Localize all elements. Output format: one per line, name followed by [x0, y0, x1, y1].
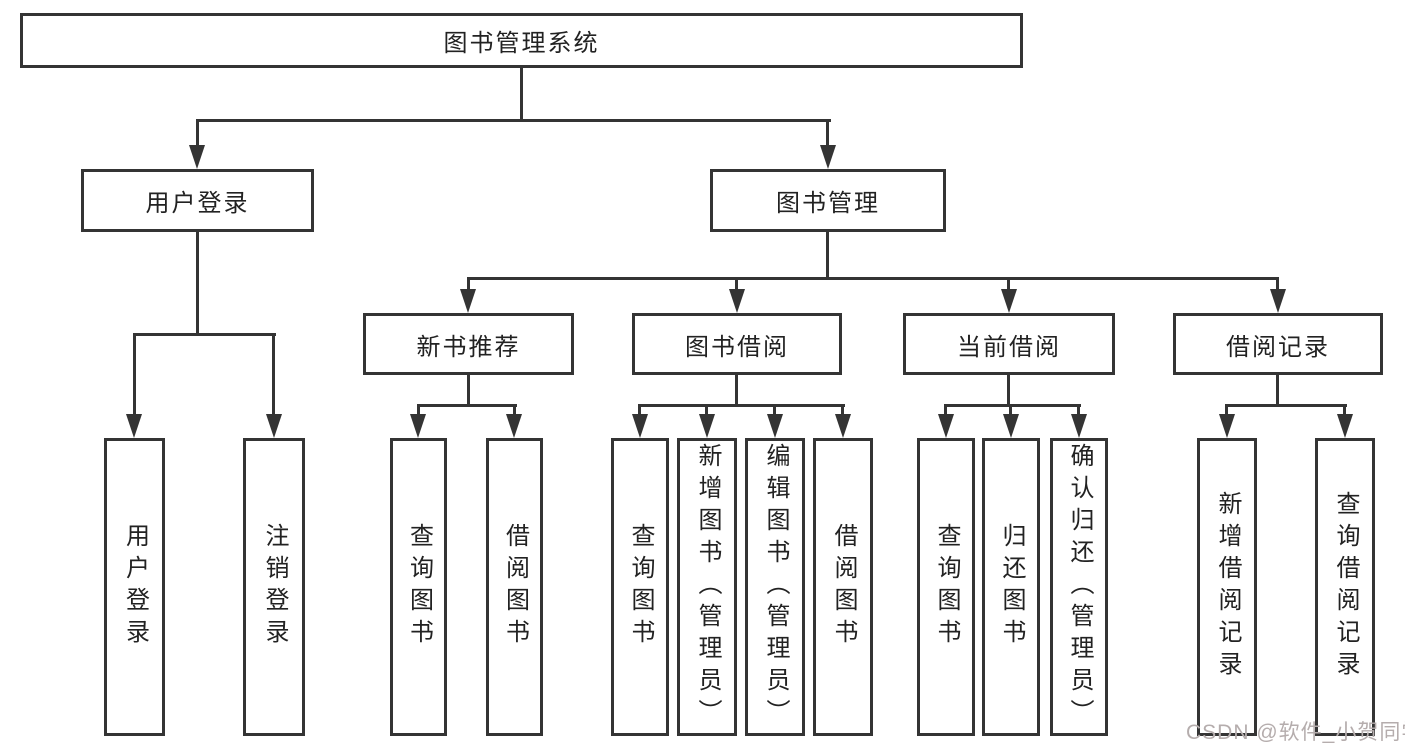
connector-hline	[944, 404, 1081, 407]
leaf-label: 注销登录	[261, 523, 288, 651]
arrow-down-icon	[1001, 289, 1017, 313]
connector-hline	[1225, 404, 1347, 407]
node-book-management: 图书管理	[710, 169, 946, 232]
leaf-recommend-query-books: 查询图书	[390, 438, 447, 736]
connector-vline	[417, 404, 420, 420]
arrow-down-icon	[729, 289, 745, 313]
leaf-label: 查询图书	[627, 523, 654, 651]
connector-hline	[467, 277, 1279, 280]
leaf-query-borrow-record: 查询借阅记录	[1315, 438, 1375, 736]
connector-hline	[638, 404, 845, 407]
csdn-watermark: CSDN @软件_小贺同学	[1186, 721, 1405, 744]
leaf-label: 查询图书	[405, 523, 433, 651]
arrow-down-icon	[835, 414, 851, 438]
arrow-down-icon	[1071, 414, 1087, 438]
leaf-borrow-books: 借阅图书	[813, 438, 873, 736]
connector-vline	[1276, 277, 1279, 291]
leaf-edit-books-admin: 编辑图书（管理员）	[745, 438, 805, 736]
node-label: 图书借阅	[685, 333, 789, 361]
node-label: 图书管理系统	[443, 30, 600, 57]
connector-vline	[196, 232, 199, 335]
connector-vline	[1276, 375, 1279, 407]
leaf-label: 用户登录	[121, 523, 149, 651]
arrow-down-icon	[1270, 289, 1286, 313]
connector-vline	[467, 375, 470, 407]
arrow-down-icon	[1003, 414, 1019, 438]
leaf-label: 查询借阅记录	[1332, 491, 1359, 683]
leaf-add-books-admin: 新增图书（管理员）	[677, 438, 737, 736]
node-user-login: 用户登录	[81, 169, 314, 232]
node-label: 当前借阅	[957, 333, 1061, 361]
connector-vline	[773, 404, 776, 420]
node-label: 新书推荐	[416, 333, 521, 361]
leaf-confirm-return-admin: 确认归还（管理员）	[1050, 438, 1108, 736]
node-book-borrow: 图书借阅	[632, 313, 842, 375]
leaf-label: 查询图书	[933, 523, 960, 651]
arrow-down-icon	[1219, 414, 1235, 438]
connector-vline	[520, 68, 523, 120]
connector-vline	[826, 232, 829, 279]
connector-vline	[638, 404, 641, 420]
arrow-down-icon	[506, 414, 522, 438]
connector-vline	[1007, 277, 1010, 291]
connector-vline	[944, 404, 947, 420]
connector-hline	[133, 333, 276, 336]
connector-vline	[513, 404, 516, 420]
leaf-current-query-books: 查询图书	[917, 438, 975, 736]
leaf-label: 归还图书	[998, 523, 1025, 651]
arrow-down-icon	[189, 145, 205, 169]
connector-vline	[133, 333, 136, 416]
arrow-down-icon	[460, 289, 476, 313]
node-borrow-records: 借阅记录	[1173, 313, 1383, 375]
arrow-down-icon	[410, 414, 426, 438]
arrow-down-icon	[820, 145, 836, 169]
arrow-down-icon	[632, 414, 648, 438]
connector-vline	[1343, 404, 1346, 420]
connector-vline	[1225, 404, 1228, 420]
leaf-label: 新增图书（管理员）	[694, 443, 721, 731]
connector-vline	[735, 277, 738, 291]
arrow-down-icon	[266, 414, 282, 438]
arrow-down-icon	[938, 414, 954, 438]
node-label: 图书管理	[776, 190, 880, 217]
node-library-system: 图书管理系统	[20, 13, 1023, 68]
arrow-down-icon	[767, 414, 783, 438]
connector-vline	[1007, 375, 1010, 407]
connector-vline	[272, 333, 275, 416]
node-current-borrow: 当前借阅	[903, 313, 1115, 375]
leaf-user-login: 用户登录	[104, 438, 165, 736]
node-label: 用户登录	[145, 190, 250, 217]
node-new-book-recommend: 新书推荐	[363, 313, 574, 375]
leaf-label: 编辑图书（管理员）	[762, 443, 789, 731]
leaf-borrow-query-books: 查询图书	[611, 438, 669, 736]
arrow-down-icon	[699, 414, 715, 438]
connector-vline	[735, 375, 738, 407]
connector-vline	[826, 119, 829, 149]
leaf-label: 借阅图书	[830, 523, 857, 651]
leaf-label: 借阅图书	[501, 523, 529, 651]
connector-vline	[1077, 404, 1080, 420]
leaf-return-books: 归还图书	[982, 438, 1040, 736]
connector-vline	[196, 119, 199, 149]
leaf-label: 新增借阅记录	[1214, 491, 1241, 683]
connector-vline	[705, 404, 708, 420]
arrow-down-icon	[126, 414, 142, 438]
arrow-down-icon	[1337, 414, 1353, 438]
leaf-label: 确认归还（管理员）	[1066, 443, 1093, 731]
connector-vline	[467, 277, 470, 291]
leaf-logout: 注销登录	[243, 438, 305, 736]
connector-vline	[1009, 404, 1012, 420]
leaf-add-borrow-record: 新增借阅记录	[1197, 438, 1257, 736]
leaf-recommend-borrow-books: 借阅图书	[486, 438, 543, 736]
connector-vline	[841, 404, 844, 420]
connector-hline	[417, 404, 517, 407]
connector-hline	[196, 119, 831, 122]
node-label: 借阅记录	[1226, 333, 1330, 361]
